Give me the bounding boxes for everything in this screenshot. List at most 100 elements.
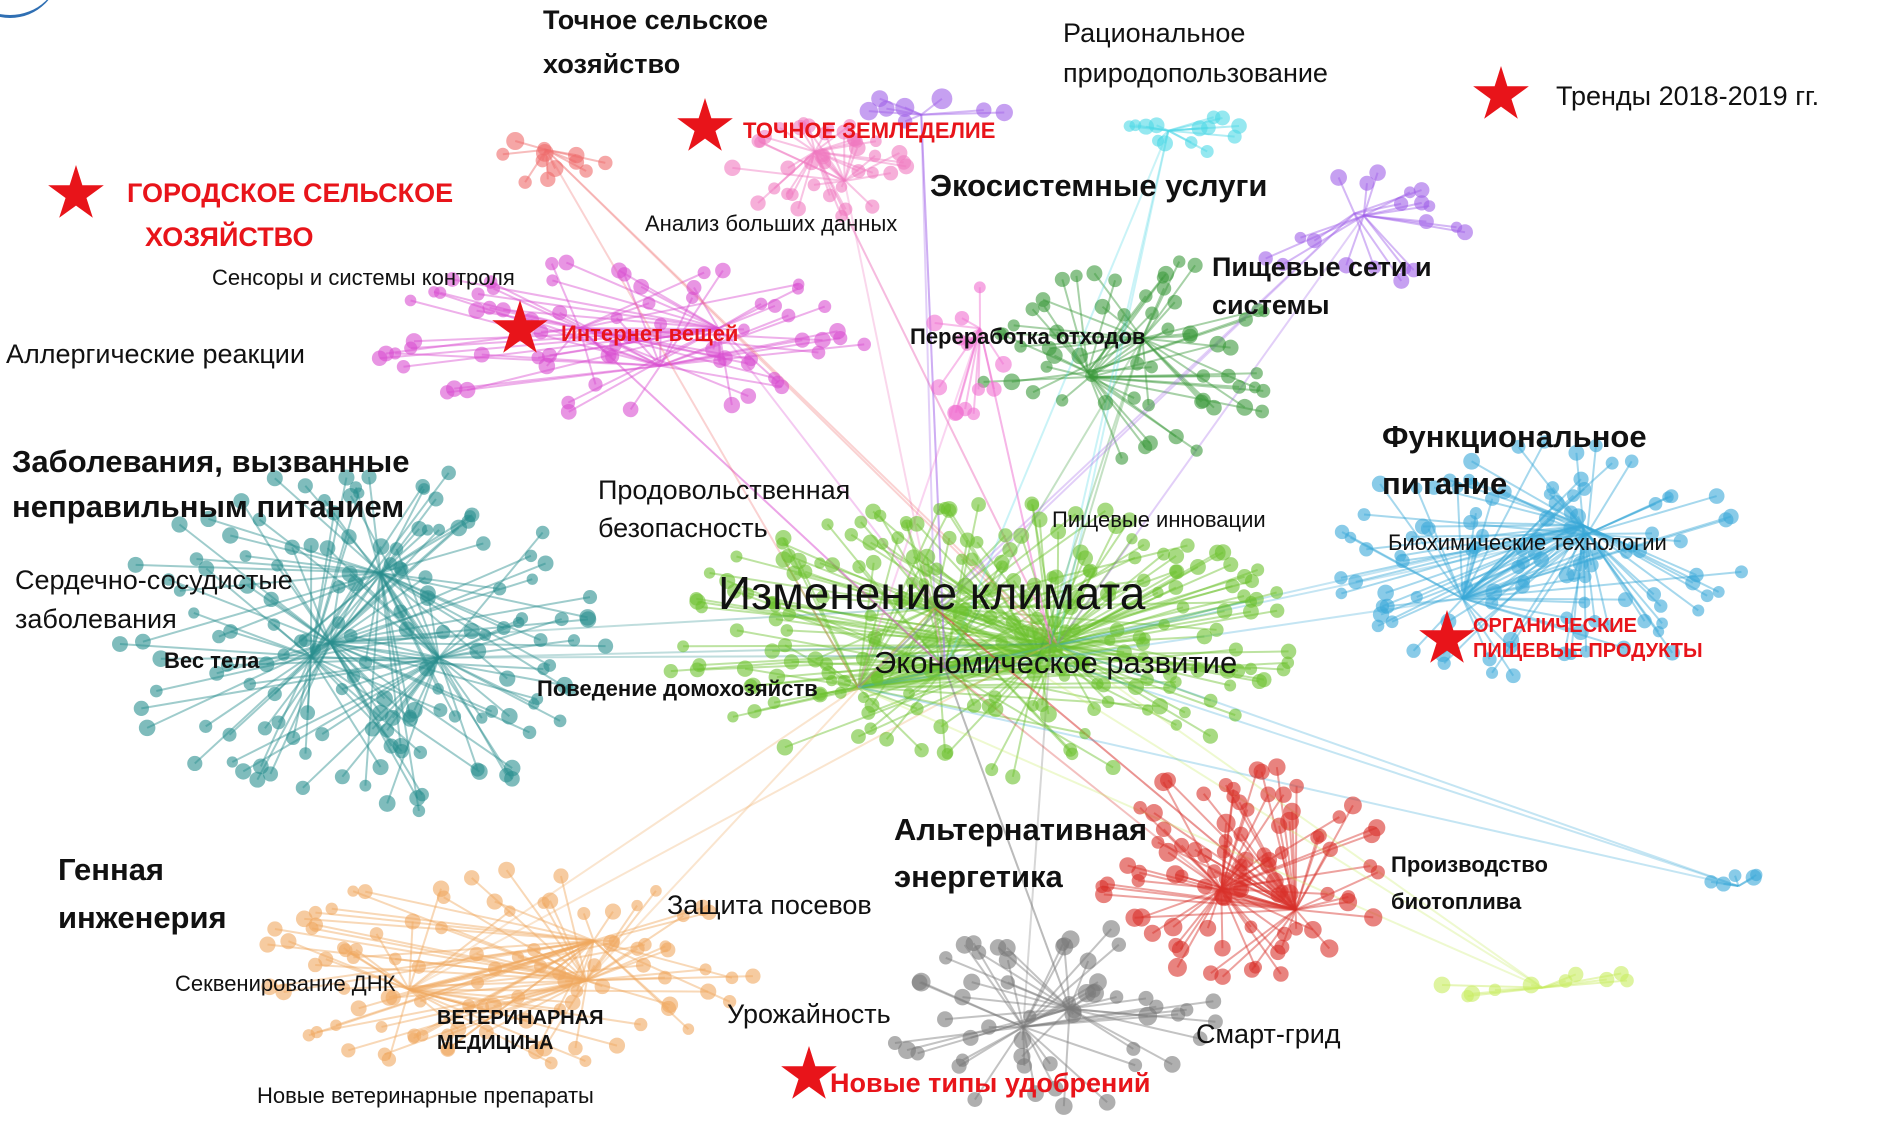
network-edge [1363, 191, 1411, 217]
network-node [1070, 589, 1085, 605]
network-node [1442, 473, 1457, 488]
network-node [1589, 438, 1603, 453]
network-node [633, 278, 650, 295]
network-node [742, 587, 755, 600]
network-edge [718, 302, 762, 330]
network-node [1704, 875, 1718, 889]
network-edge [408, 988, 552, 1064]
network-node [814, 148, 831, 165]
network-node [899, 515, 913, 529]
network-node [1163, 1056, 1181, 1073]
network-node [790, 552, 807, 570]
network-node [346, 669, 361, 684]
network-edge [409, 964, 644, 991]
network-edge [1377, 524, 1584, 627]
network-node [1103, 581, 1118, 595]
network-node [1359, 542, 1374, 557]
network-node [1343, 796, 1362, 815]
network-node [371, 350, 388, 366]
network-node [1109, 622, 1125, 638]
network-edge [960, 626, 1058, 646]
network-node [1167, 294, 1183, 310]
network-edge [310, 485, 424, 657]
network-edge [1037, 570, 1092, 656]
network-edge [477, 939, 594, 984]
network-edge [409, 988, 561, 1011]
network-node [1399, 262, 1412, 275]
network-node [1276, 662, 1291, 677]
network-node [1216, 603, 1233, 619]
label-food-security-1: Продовольственная [598, 475, 851, 505]
network-node [1219, 662, 1236, 679]
network-edge [1175, 888, 1223, 947]
network-node [631, 899, 643, 912]
network-node [1410, 590, 1423, 604]
label-urban-agriculture-1: ГОРОДСКОЕ СЕЛЬСКОЕ [127, 178, 454, 208]
label-big-data: Анализ больших данных [645, 211, 898, 236]
network-edge [1023, 1005, 1157, 1028]
network-node [413, 995, 427, 1008]
network-node [1369, 164, 1386, 181]
network-edge [1456, 487, 1464, 599]
network-edge [354, 487, 382, 574]
network-edge [1006, 959, 1025, 1028]
network-node [1371, 619, 1385, 633]
network-edge [387, 989, 411, 1060]
label-urban-agriculture-2: ХОЗЯЙСТВО [145, 222, 314, 252]
network-node [622, 401, 639, 418]
network-edge [329, 596, 591, 644]
network-node [642, 296, 656, 310]
network-edge [245, 555, 381, 574]
network-edge [1354, 212, 1466, 234]
network-node [1426, 480, 1442, 495]
network-edge [438, 618, 562, 659]
network-node [1274, 846, 1289, 860]
network-edge [1141, 337, 1246, 409]
network-edge [1069, 997, 1147, 1010]
network-edge [1462, 597, 1567, 619]
network-node [450, 519, 468, 537]
legend-trend-label: Тренды 2018-2019 гг. [1556, 81, 1820, 111]
network-node [1026, 624, 1039, 638]
network-node [579, 1055, 592, 1068]
network-node [198, 560, 215, 577]
network-node [239, 577, 256, 594]
network-node [1330, 169, 1347, 186]
network-node [411, 959, 426, 974]
network-edge [1022, 1026, 1108, 1104]
network-node [303, 537, 319, 553]
network-node [496, 621, 511, 636]
network-node [957, 577, 974, 595]
network-edge [1582, 524, 1699, 612]
network-node [1294, 231, 1307, 244]
network-node [1202, 728, 1219, 744]
network-edge [697, 600, 1039, 657]
network-node [1233, 826, 1249, 842]
network-node [432, 683, 444, 695]
network-node [659, 940, 672, 953]
network-node [1238, 312, 1253, 327]
network-node [428, 286, 440, 298]
network-node [266, 470, 283, 487]
network-edge [344, 979, 587, 990]
network-edge [813, 151, 1059, 646]
network-node [962, 1029, 979, 1046]
network-node [263, 591, 279, 608]
label-precise-agriculture-2: хозяйство [543, 49, 681, 79]
network-edge [438, 656, 561, 722]
network-edge [813, 151, 1059, 646]
network-node [404, 913, 421, 930]
network-node [896, 653, 913, 671]
network-node [594, 978, 611, 995]
network-edge [494, 939, 594, 970]
network-node [865, 503, 881, 520]
network-edge [1103, 893, 1296, 911]
network-edge [1179, 888, 1223, 951]
network-node [419, 585, 436, 602]
network-node [441, 1028, 455, 1042]
network-node [271, 715, 286, 730]
network-node [135, 633, 151, 650]
network-node [689, 593, 706, 610]
network-node [1567, 489, 1580, 502]
